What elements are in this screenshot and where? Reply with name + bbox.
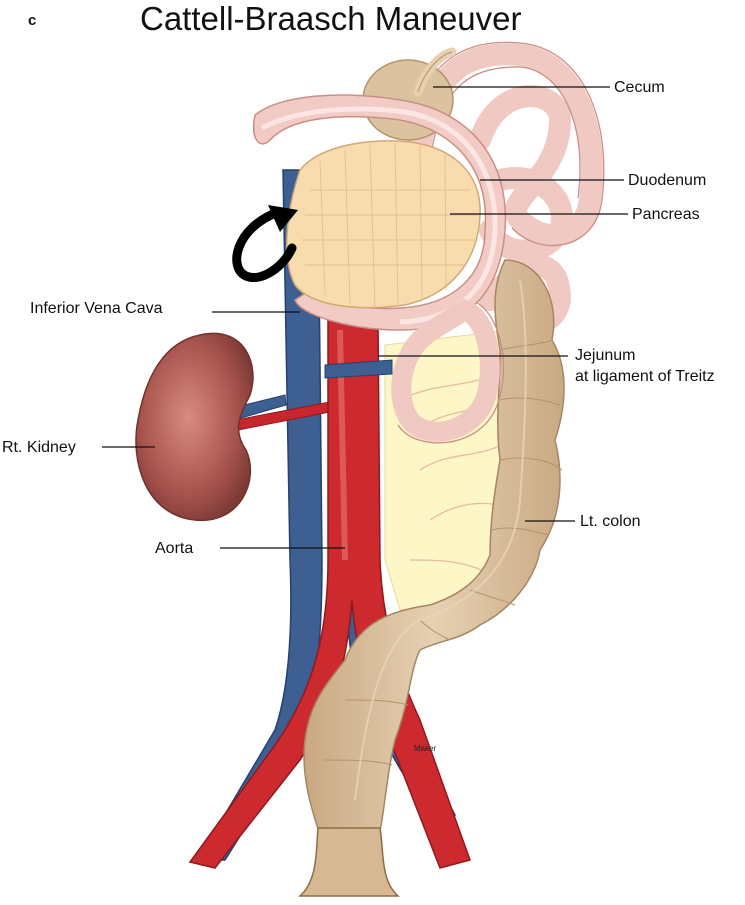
pancreas-lobules bbox=[302, 142, 478, 309]
label-duodenum: Duodenum bbox=[628, 172, 707, 189]
artist-signature: Maker bbox=[414, 744, 437, 753]
label-right-kidney: Rt. Kidney bbox=[2, 439, 76, 456]
rotation-arrow-icon bbox=[232, 205, 298, 282]
right-kidney bbox=[135, 332, 254, 521]
label-cecum: Cecum bbox=[614, 79, 665, 96]
label-left-colon: Lt. colon bbox=[580, 513, 641, 530]
jejunum-loop bbox=[391, 298, 500, 442]
label-pancreas: Pancreas bbox=[632, 206, 700, 223]
label-aorta: Aorta bbox=[155, 540, 194, 557]
label-jejunum: Jejunum bbox=[575, 347, 636, 364]
inferior-vena-cava bbox=[196, 169, 323, 861]
rectum-base bbox=[298, 827, 400, 897]
leader-lines bbox=[102, 86, 628, 549]
figure-title: Cattell-Braasch Maneuver bbox=[140, 0, 522, 37]
label-ligament-of-treitz: at ligament of Treitz bbox=[575, 368, 715, 385]
smv-branch bbox=[324, 359, 393, 379]
label-inferior-vena-cava: Inferior Vena Cava bbox=[30, 300, 163, 317]
panel-letter: c bbox=[28, 12, 37, 29]
pancreas bbox=[286, 140, 481, 309]
